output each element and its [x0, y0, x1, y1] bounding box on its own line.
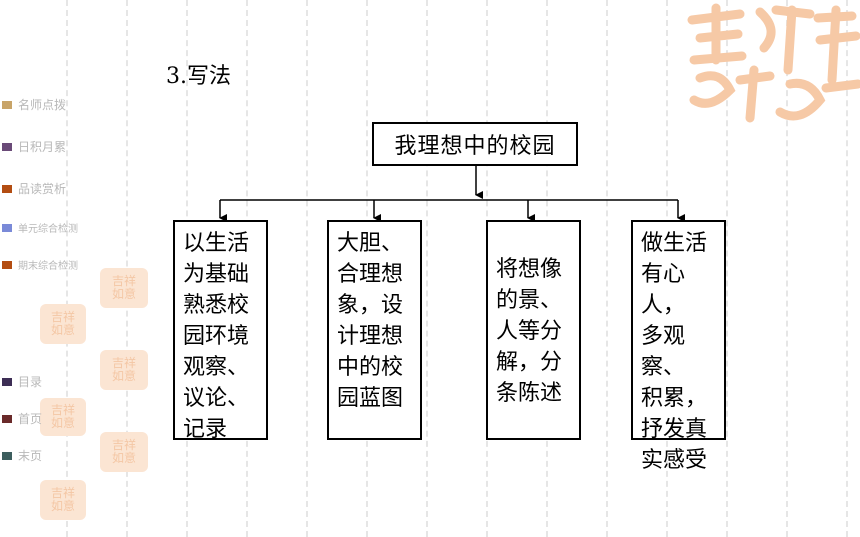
seal-decoration: 吉祥如意 [40, 304, 86, 344]
child-node-decompose-scenes: 将想像 的景、 人等分 解，分 条陈述 [486, 220, 581, 440]
section-title: 3.写法 [166, 64, 231, 89]
corner-seal-decoration [680, 0, 860, 130]
nav-item-final-test[interactable]: 期末综合检测 [2, 257, 78, 272]
nav-square-icon [2, 451, 12, 460]
nav-item-label: 末页 [18, 449, 43, 463]
nav-item-last-page[interactable]: 末页 [2, 447, 42, 464]
seal-decoration: 吉祥如意 [100, 432, 148, 472]
child-node-life-basis: 以生活 为基础 熟悉校 园环境 观察、 议论、 记录 [173, 220, 268, 442]
nav-item-label: 目录 [18, 375, 43, 389]
nav-square-icon [2, 260, 12, 269]
nav-square-icon [2, 184, 12, 193]
nav-item-accumulation[interactable]: 日积月累 [2, 138, 66, 155]
nav-square-icon [2, 142, 12, 151]
nav-square-icon [2, 223, 12, 232]
child-node-observe-life: 做生活 有心人， 多观察、 积累， 抒发真 实感受 [631, 220, 726, 473]
seal-decoration: 吉祥如意 [40, 398, 86, 436]
nav-square-icon [2, 414, 12, 423]
nav-item-label: 单元综合检测 [18, 224, 78, 235]
side-nav: 名师点拨 日积月累 品读赏析 单元综合检测 期末综合检测 目录 首页 末页 [0, 0, 150, 537]
nav-item-label: 品读赏析 [18, 182, 67, 196]
seal-decoration: 吉祥如意 [40, 480, 86, 520]
root-node: 我理想中的校园 [372, 122, 578, 166]
seal-decoration: 吉祥如意 [100, 268, 148, 308]
nav-item-label: 名师点拨 [18, 98, 67, 112]
nav-item-reading-appreciation[interactable]: 品读赏析 [2, 180, 66, 197]
nav-square-icon [2, 377, 12, 386]
nav-square-icon [2, 100, 12, 109]
seal-decoration: 吉祥如意 [100, 350, 148, 390]
nav-item-first-page[interactable]: 首页 [2, 410, 42, 427]
child-node-bold-imagination: 大胆、 合理想 象，设 计理想 中的校 园蓝图 [327, 220, 422, 440]
nav-item-label: 日积月累 [18, 140, 67, 154]
nav-item-teacher-tips[interactable]: 名师点拨 [2, 96, 66, 113]
nav-item-contents[interactable]: 目录 [2, 373, 42, 390]
nav-item-label: 首页 [18, 412, 43, 426]
nav-item-unit-test[interactable]: 单元综合检测 [2, 220, 78, 235]
nav-item-label: 期末综合检测 [18, 261, 78, 272]
